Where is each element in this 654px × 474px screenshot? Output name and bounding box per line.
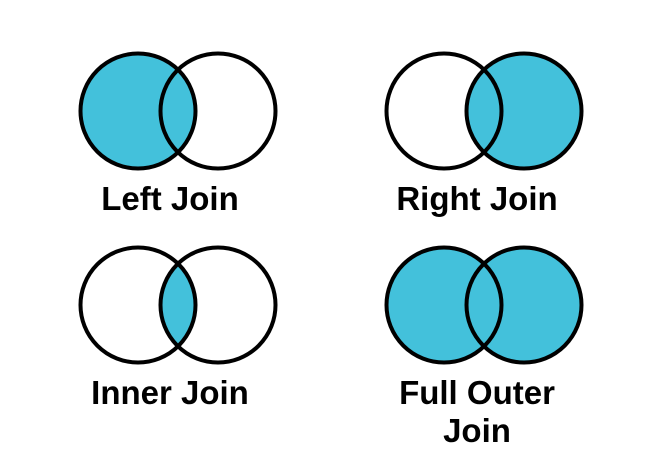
left-join-label: Left Join <box>101 180 239 217</box>
full-outer-join-label: Full Outer Join <box>399 374 555 449</box>
left-join-venn-diagram <box>78 51 278 171</box>
inner-join-label: Inner Join <box>91 374 249 411</box>
inner-join-venn-diagram <box>78 245 278 365</box>
full-outer-join-venn-diagram <box>384 245 584 365</box>
right-join-venn-diagram <box>384 51 584 171</box>
right-join-label: Right Join <box>396 180 558 217</box>
